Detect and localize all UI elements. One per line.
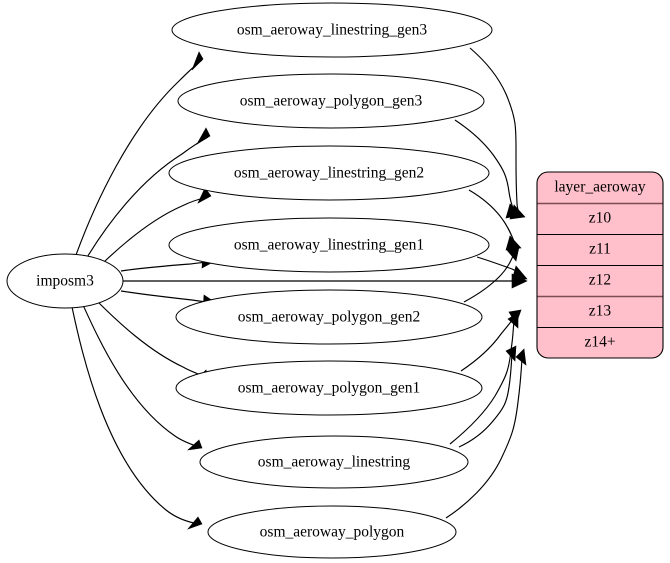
node-osm-aeroway-polygon-gen2[interactable]: osm_aeroway_polygon_gen2 xyxy=(175,289,483,345)
edge-imposm3-to-linestring xyxy=(82,304,203,451)
node-osm-aeroway-linestring-gen2[interactable]: osm_aeroway_linestring_gen2 xyxy=(168,145,490,201)
node-osm-aeroway-polygon-label: osm_aeroway_polygon xyxy=(260,524,405,541)
node-layer-aeroway-table[interactable]: layer_aeroway z10 z11 z12 z13 z14+ xyxy=(536,171,664,359)
edge-linestring-to-z13 xyxy=(449,312,519,445)
node-osm-aeroway-polygon-gen3-label: osm_aeroway_polygon_gen3 xyxy=(240,93,423,110)
edge-imposm3-to-linestring-gen3 xyxy=(75,51,204,256)
node-osm-aeroway-linestring[interactable]: osm_aeroway_linestring xyxy=(199,435,469,489)
node-imposm3-label: imposm3 xyxy=(36,273,94,290)
node-osm-aeroway-polygon-gen1-label: osm_aeroway_polygon_gen1 xyxy=(238,380,421,397)
node-osm-aeroway-linestring-gen3-label: osm_aeroway_linestring_gen3 xyxy=(237,22,428,39)
edge-imposm3-to-polygon xyxy=(71,306,203,530)
edge-imposm3-to-linestring-gen2 xyxy=(103,187,212,263)
edge-polygon-gen2-to-z11 xyxy=(463,246,520,303)
table-row-z12-label: z12 xyxy=(589,272,611,289)
node-osm-aeroway-polygon-gen2-label: osm_aeroway_polygon_gen2 xyxy=(238,309,421,326)
node-imposm3[interactable]: imposm3 xyxy=(6,253,124,309)
edge-linestring-gen3-to-z10 xyxy=(469,47,526,220)
table-row-z13-label: z13 xyxy=(589,303,612,320)
table-row-z10-label: z10 xyxy=(589,210,612,227)
table-row-z11-label: z11 xyxy=(589,241,611,258)
table-row-z14-label: z14+ xyxy=(584,334,615,351)
edge-linestring-gen1-to-z12 xyxy=(476,256,528,281)
node-layer: imposm3 osm_aeroway_linestring_gen3 osm_… xyxy=(6,2,493,559)
node-osm-aeroway-linestring-gen1-label: osm_aeroway_linestring_gen1 xyxy=(234,237,424,254)
edge-linestring-to-z14 xyxy=(458,345,517,448)
node-osm-aeroway-linestring-label: osm_aeroway_linestring xyxy=(258,454,411,471)
node-osm-aeroway-linestring-gen2-label: osm_aeroway_linestring_gen2 xyxy=(234,165,424,182)
node-osm-aeroway-linestring-gen1[interactable]: osm_aeroway_linestring_gen1 xyxy=(168,217,490,273)
node-osm-aeroway-linestring-gen3[interactable]: osm_aeroway_linestring_gen3 xyxy=(171,2,493,58)
node-osm-aeroway-polygon[interactable]: osm_aeroway_polygon xyxy=(207,505,457,559)
node-osm-aeroway-polygon-gen1[interactable]: osm_aeroway_polygon_gen1 xyxy=(175,360,483,416)
node-osm-aeroway-polygon-gen3[interactable]: osm_aeroway_polygon_gen3 xyxy=(177,73,485,129)
edge-linestring-gen2-to-z11 xyxy=(468,189,522,251)
edge-imposm3-to-z12 xyxy=(123,273,528,289)
edge-imposm3-to-polygon-gen3 xyxy=(85,127,211,260)
edge-polygon-gen3-to-z10 xyxy=(454,119,522,219)
table-row-header-label: layer_aeroway xyxy=(554,179,645,196)
edge-polygon-to-z14 xyxy=(445,348,527,519)
